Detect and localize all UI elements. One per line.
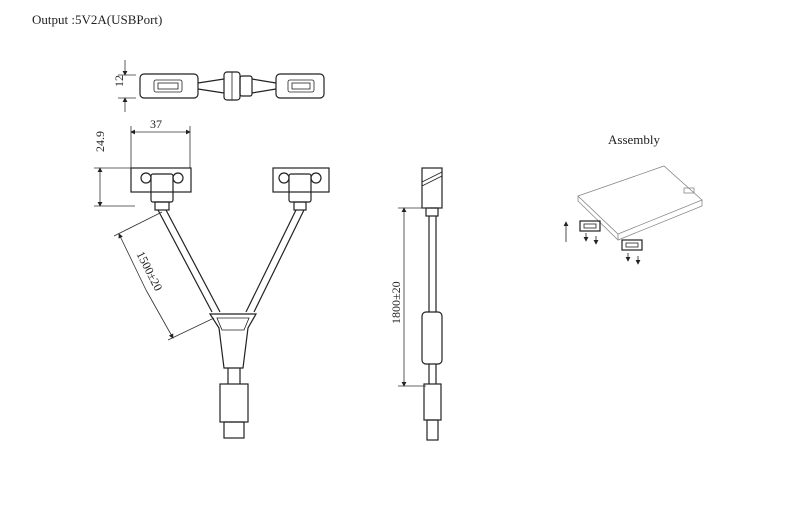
left-connector-front [130, 167, 192, 193]
left-connector-top [139, 73, 199, 99]
dim-branch-length: 1500±20 [134, 249, 166, 293]
output-label: Output :5V2A(USBPort) [32, 12, 162, 27]
side-view: 1800±20 [389, 167, 443, 441]
dim-height-24-9: 24.9 [93, 131, 107, 152]
top-view: 12 [112, 60, 325, 112]
side-ferrite [421, 311, 443, 365]
usb-plug-front [219, 383, 249, 423]
assembly-title: Assembly [608, 132, 661, 147]
right-connector-front [272, 167, 330, 193]
assembly-connector-right [621, 239, 643, 251]
front-view: 37 24.9 [93, 117, 330, 439]
assembly-view: Assembly [563, 132, 703, 265]
assembly-connector-left [579, 220, 601, 232]
assembly-panel [577, 165, 703, 235]
dim-width-37: 37 [150, 117, 162, 131]
side-usb-plug [423, 383, 442, 421]
side-connector [421, 167, 443, 209]
y-splitter [208, 313, 258, 369]
dim-height-12: 12 [112, 75, 126, 87]
dim-total-length: 1800±20 [389, 281, 403, 324]
right-connector-top [275, 73, 325, 99]
